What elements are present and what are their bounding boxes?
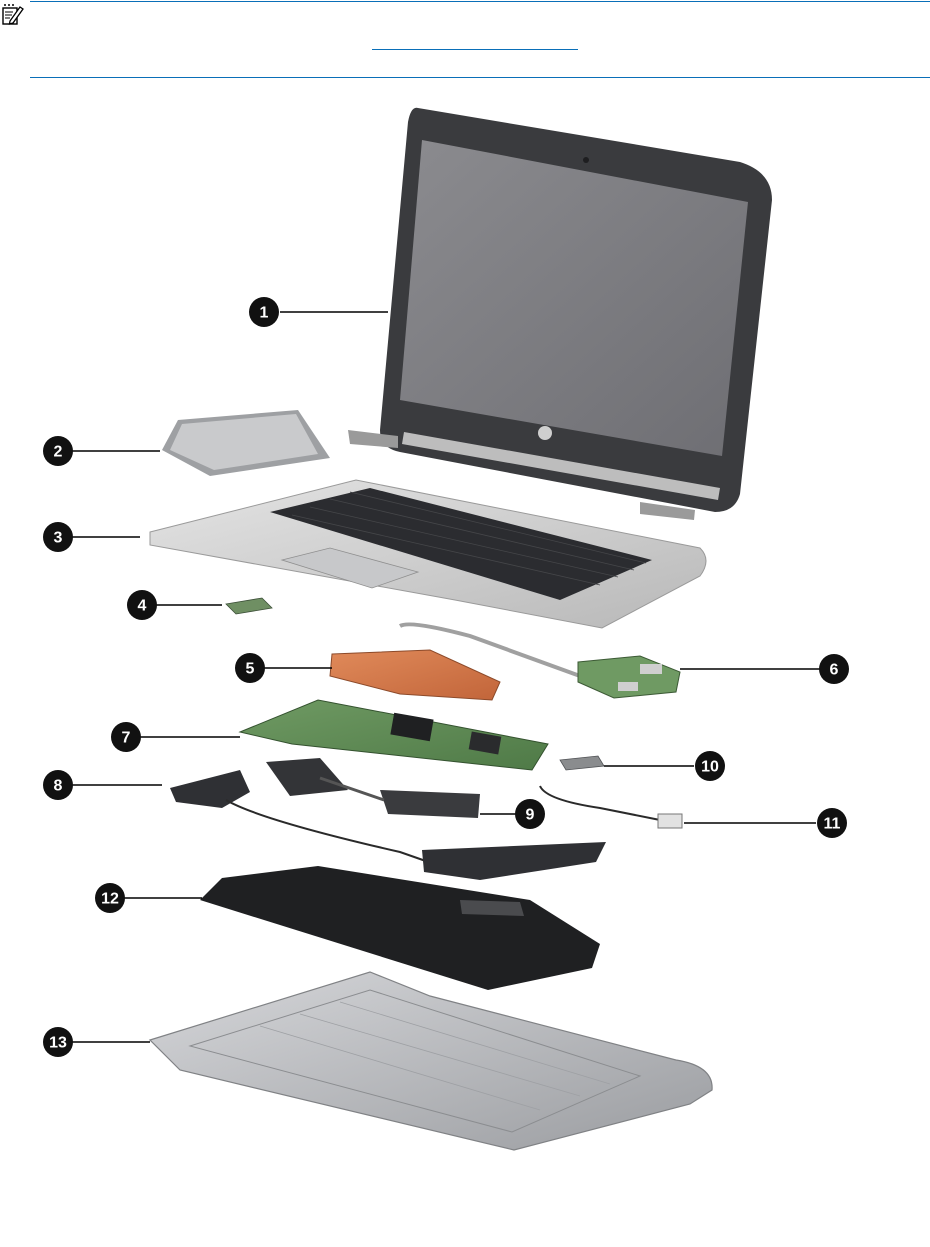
callout-circle — [43, 770, 73, 800]
callout-7: 7 — [111, 722, 141, 752]
callout-2: 2 — [43, 436, 73, 466]
leader-lines — [72, 311, 820, 1043]
callout-circle — [127, 590, 157, 620]
small-board-drawing — [225, 597, 273, 615]
callout-11: 11 — [817, 808, 847, 838]
callout-circle — [95, 883, 125, 913]
callout-number: 9 — [526, 807, 535, 824]
callout-1: 1 — [249, 297, 279, 327]
callout-circle — [249, 297, 279, 327]
callout-circle — [819, 654, 849, 684]
callout-circle — [515, 799, 545, 829]
callout-number: 2 — [54, 444, 63, 461]
display-assembly-drawing — [348, 107, 772, 520]
system-board-drawing — [238, 699, 549, 771]
base-enclosure-drawing — [148, 971, 713, 1151]
top-rule — [30, 1, 930, 2]
header-rule — [30, 77, 930, 78]
callout-3: 3 — [43, 522, 73, 552]
callout-10: 10 — [695, 751, 725, 781]
callout-number: 4 — [138, 598, 147, 615]
power-connector-cable-drawing — [539, 785, 683, 829]
callout-circle — [235, 653, 265, 683]
top-cover-keyboard-drawing — [149, 479, 707, 629]
callout-number: 1 — [260, 305, 269, 322]
callout-4: 4 — [127, 590, 157, 620]
callout-number: 12 — [101, 891, 119, 908]
speakers-drawing — [170, 770, 606, 880]
callout-number: 13 — [49, 1035, 67, 1052]
note-link[interactable] — [372, 49, 578, 50]
callout-number: 5 — [246, 661, 255, 678]
callout-9: 9 — [515, 799, 545, 829]
callout-circle — [695, 751, 725, 781]
heat-sink-drawing — [329, 649, 501, 701]
callout-circle — [43, 522, 73, 552]
wlan-module-drawing — [559, 755, 605, 771]
callout-number: 3 — [54, 530, 63, 547]
callout-circle — [43, 436, 73, 466]
callout-number: 11 — [824, 816, 841, 833]
callout-number: 7 — [122, 730, 131, 747]
callout-12: 12 — [95, 883, 125, 913]
callout-circle — [817, 808, 847, 838]
touchpad-drawing — [162, 410, 330, 476]
callout-number: 6 — [830, 662, 839, 679]
battery-drawing — [200, 866, 600, 990]
callout-circle — [111, 722, 141, 752]
note-icon — [2, 4, 24, 25]
usb-board-cable-drawing — [398, 622, 681, 699]
callout-number: 8 — [54, 778, 63, 795]
callout-6: 6 — [819, 654, 849, 684]
callout-number: 10 — [701, 759, 719, 776]
callout-circle — [43, 1027, 73, 1057]
callout-8: 8 — [43, 770, 73, 800]
callout-5: 5 — [235, 653, 265, 683]
callout-13: 13 — [43, 1027, 73, 1057]
fan-assembly-drawing — [266, 758, 480, 818]
